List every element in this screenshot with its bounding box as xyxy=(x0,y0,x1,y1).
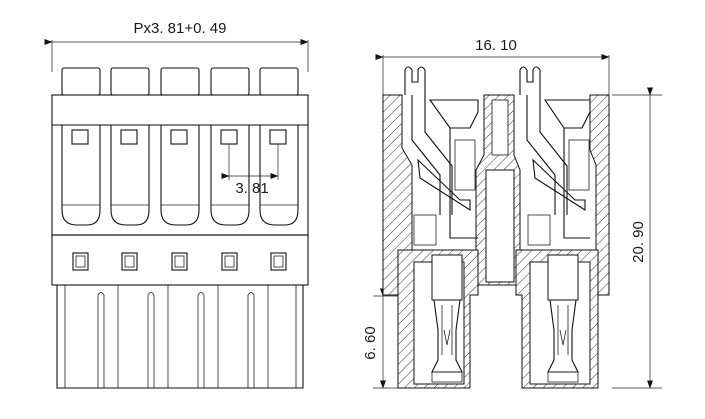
mating-section xyxy=(56,285,304,389)
top-latches xyxy=(61,67,299,96)
height-dimension-label: 20. 90 xyxy=(630,221,647,263)
pitch-dimension-label: Px3. 81+0. 49 xyxy=(134,20,227,37)
left-actuator xyxy=(404,66,479,246)
right-contact xyxy=(547,254,579,383)
front-body xyxy=(51,94,309,236)
lower-height-dimension-label: 6. 60 xyxy=(362,326,379,359)
side-view: 16. 10 20. 90 6. 60 xyxy=(362,37,662,389)
width-dimension-label: 16. 10 xyxy=(475,37,517,54)
release-slots xyxy=(61,125,299,226)
right-actuator xyxy=(519,66,591,246)
test-windows xyxy=(71,129,287,145)
inner-cavities xyxy=(413,99,591,385)
front-view: Px3. 81+0. 49 xyxy=(44,20,309,389)
left-contact xyxy=(431,254,463,383)
spacing-dimension-label: 3. 81 xyxy=(235,180,268,197)
wire-entry-holes xyxy=(72,252,287,271)
